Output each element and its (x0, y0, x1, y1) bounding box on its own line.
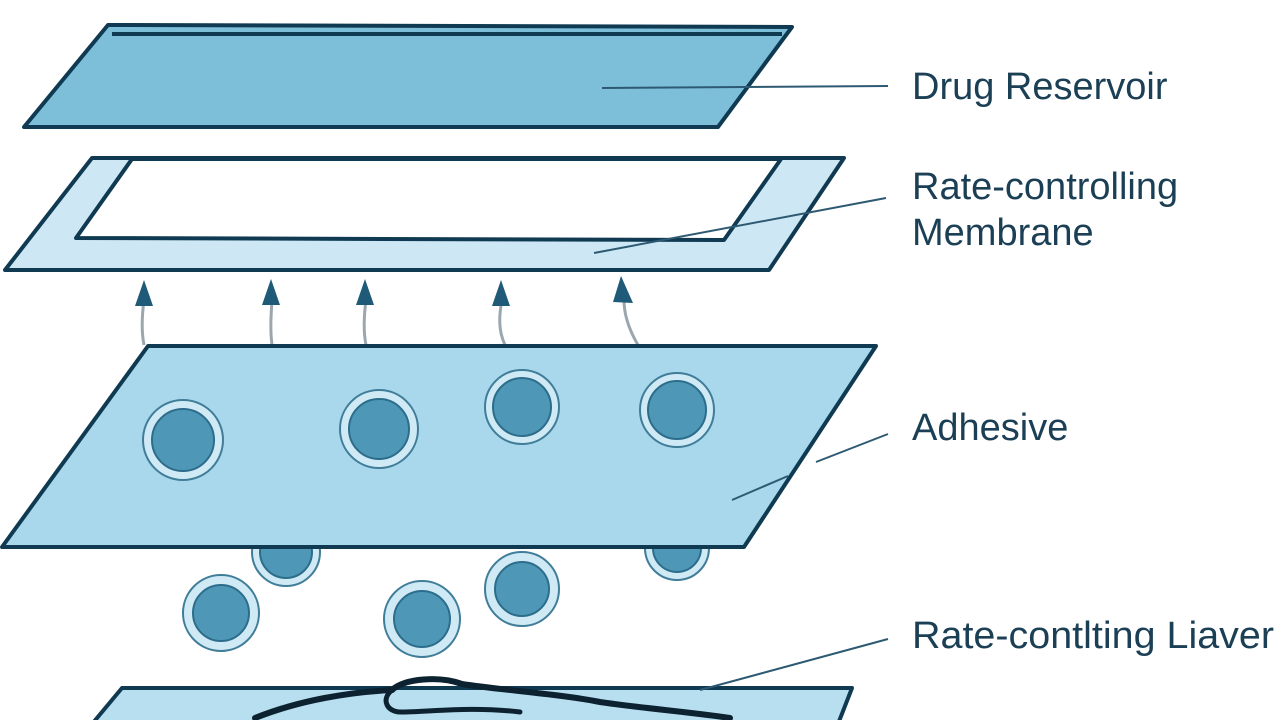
drug-reservoir-shape (22, 23, 794, 129)
arrow-shaft-4 (498, 299, 507, 346)
arrow-head-5 (613, 276, 633, 303)
label-drug-reservoir: Drug Reservoir (912, 66, 1168, 108)
particle (142, 399, 224, 481)
leader-lines (593, 85, 889, 691)
arrow-shaft-1 (140, 299, 146, 346)
leader-rate-layer (699, 638, 889, 691)
leader-adhesive-b (731, 475, 789, 501)
arrow-shaft-2 (269, 299, 274, 346)
label-adhesive: Adhesive (912, 407, 1068, 449)
rate-membrane-layer (3, 156, 846, 272)
labels: Drug Reservoir Rate-controlling Membrane… (912, 66, 1274, 657)
bottom-layer (92, 676, 854, 720)
particle (339, 389, 419, 469)
release-arrows (135, 276, 640, 346)
leader-rate-membrane (593, 197, 887, 254)
adhesive-shape (0, 344, 878, 549)
leader-drug-reservoir (601, 85, 889, 89)
rate-membrane-window (74, 157, 783, 242)
arrow-shaft-5 (622, 299, 640, 346)
drug-reservoir-layer (22, 23, 794, 129)
particle (484, 369, 560, 445)
particle (182, 574, 260, 652)
label-rate-layer: Rate-contlting Liaver (912, 615, 1274, 657)
bottom-layer-shape (92, 686, 854, 720)
particle (484, 551, 560, 627)
arrow-shaft-3 (362, 299, 368, 346)
particle (383, 580, 461, 658)
label-rate-membrane-line1: Rate-controlling (912, 166, 1178, 208)
arrow-head-3 (356, 279, 374, 305)
arrow-head-2 (262, 279, 280, 305)
arrow-head-1 (135, 280, 153, 306)
bottom-layer-squiggle (252, 676, 733, 720)
bottom-layer-squiggle-2 (383, 687, 523, 715)
leader-adhesive-a (815, 433, 889, 463)
label-rate-membrane-line2: Membrane (912, 212, 1094, 254)
particle (639, 372, 715, 448)
adhesive-layer (0, 344, 878, 549)
arrow-head-4 (492, 280, 510, 306)
